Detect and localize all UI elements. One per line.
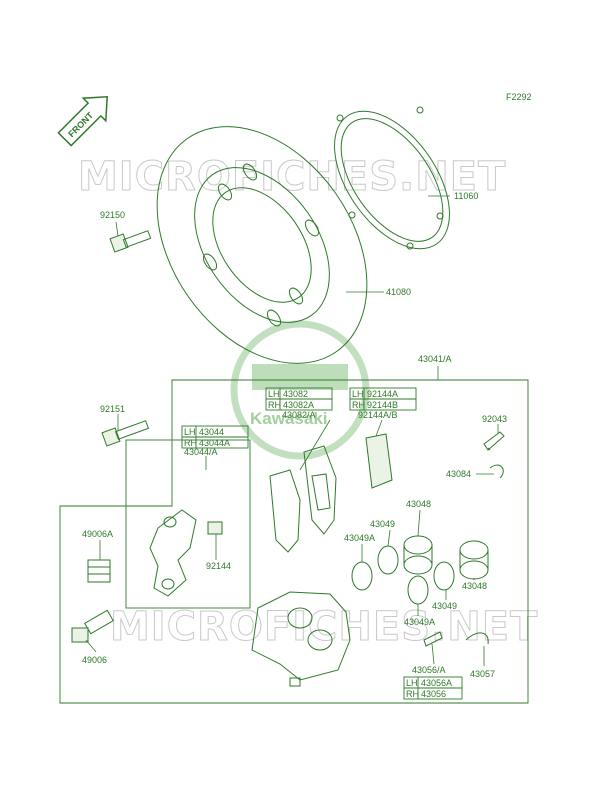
- caliper-assembly-box: [59, 379, 529, 704]
- label-49006: 49006: [82, 655, 107, 665]
- label-43049-lower: 43049: [432, 601, 457, 611]
- watermark-site-bottom: MICROFICHES.NET: [110, 604, 538, 650]
- bolt-92150: [109, 230, 152, 253]
- brake-pads: [269, 445, 337, 553]
- bracket-box: [125, 439, 251, 609]
- table-43044-r0-c1: 43044: [199, 427, 224, 437]
- table-92144-r0-c0: LH: [352, 389, 364, 399]
- label-43056: 43056/A: [412, 665, 446, 675]
- table-43056-r0-c1: 43056A: [421, 678, 452, 688]
- label-92144ab: 92144A/B: [358, 410, 398, 420]
- table-43044-r1-c0: RH: [184, 438, 197, 448]
- watermark-site-top: MICROFICHES.NET: [78, 154, 506, 200]
- front-arrow-icon: FRONT: [57, 95, 109, 147]
- label-43057: 43057: [470, 669, 495, 679]
- table-43082-r1-c1: 43082A: [283, 400, 314, 410]
- figure-code: F2292: [506, 92, 532, 102]
- pin-clip: [489, 464, 504, 479]
- table-43082-r0-c1: 43082: [283, 389, 308, 399]
- seal-43049-upper: [377, 545, 399, 575]
- piston-upper: [403, 535, 433, 575]
- table-43082-r1-c0: RH: [268, 400, 281, 410]
- table-43044-r1-c1: 43044A: [199, 438, 230, 448]
- gasket-ring: [334, 106, 450, 250]
- label-43048-upper: 43048: [406, 499, 431, 509]
- table-92144: LH 92144A RH 92144B: [349, 387, 417, 411]
- table-43082: LH 43082 RH 43082A: [265, 387, 333, 411]
- piston-lower: [459, 540, 489, 580]
- label-11060: 11060: [454, 191, 478, 201]
- slide-pin: [71, 609, 114, 643]
- table-43056-r1-c0: RH: [406, 689, 419, 699]
- caliper-body: [251, 591, 351, 687]
- label-43049A-upper: 43049A: [344, 533, 375, 543]
- table-92144-r0-c1: 92144A: [367, 389, 398, 399]
- label-41080: 41080: [386, 287, 411, 297]
- table-43044-r0-c0: LH: [184, 427, 196, 437]
- label-43084: 43084: [446, 469, 471, 479]
- bleeder-valve: [423, 631, 443, 647]
- brake-disc: [156, 126, 368, 364]
- bolt-92151: [101, 420, 150, 447]
- seal-43049A-lower: [407, 575, 429, 605]
- label-43049A-lower: 43049A: [404, 617, 435, 627]
- table-43056-r0-c0: LH: [406, 678, 418, 688]
- table-43056-r1-c1: 43056: [421, 689, 446, 699]
- dust-boot: [87, 559, 111, 583]
- label-43044a: 43044/A: [184, 447, 218, 457]
- clip-92144: [207, 521, 223, 535]
- label-92151: 92151: [100, 404, 125, 414]
- label-43049-upper: 43049: [370, 519, 395, 529]
- label-92144: 92144: [206, 561, 231, 571]
- seal-43049A-upper: [351, 561, 373, 591]
- banjo-fitting: [465, 632, 489, 645]
- leader-lines: [85, 195, 499, 666]
- pad-pin: [483, 431, 505, 451]
- label-43082: 43082/A: [282, 410, 316, 420]
- label-43041: 43041/A: [418, 354, 452, 364]
- brand-logo-text: Kawasaki: [250, 409, 328, 428]
- table-92144-r1-c0: RH: [352, 400, 365, 410]
- table-43056: LH 43056A RH 43056: [403, 676, 463, 700]
- table-43082-r0-c0: LH: [268, 389, 280, 399]
- brand-logo: Kawasaki: [230, 320, 370, 460]
- caliper-bracket: [149, 509, 197, 597]
- label-92043: 92043: [482, 414, 507, 424]
- table-92144-r1-c1: 92144B: [367, 400, 398, 410]
- label-49006a: 49006A: [82, 529, 113, 539]
- label-92150: 92150: [100, 210, 125, 220]
- label-43048-lower: 43048: [462, 581, 487, 591]
- pad-shim: [365, 433, 393, 489]
- seal-43049-lower: [433, 561, 455, 591]
- table-43044: LH 43044 RH 43044A: [181, 425, 249, 449]
